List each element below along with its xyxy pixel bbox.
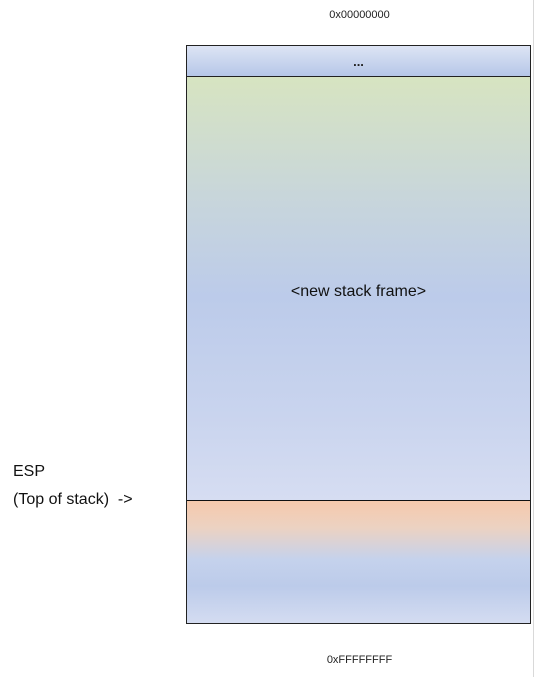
top-address-label: 0x00000000: [329, 9, 390, 21]
bottom-address-label: 0xFFFFFFFF: [326, 654, 393, 666]
stack-segment-ellipsis: ...: [187, 46, 530, 77]
ellipsis-label: ...: [353, 53, 364, 69]
stack-segment-top-of-stack: [187, 500, 530, 623]
stack-segment-new-frame: <new stack frame>: [187, 77, 530, 500]
new-stack-frame-label: <new stack frame>: [290, 283, 427, 300]
stack-column: ... <new stack frame>: [186, 45, 531, 624]
esp-pointer-description: (Top of stack) ->: [13, 491, 133, 508]
image-edge-divider: [533, 0, 534, 677]
esp-register-label: ESP: [13, 463, 46, 480]
